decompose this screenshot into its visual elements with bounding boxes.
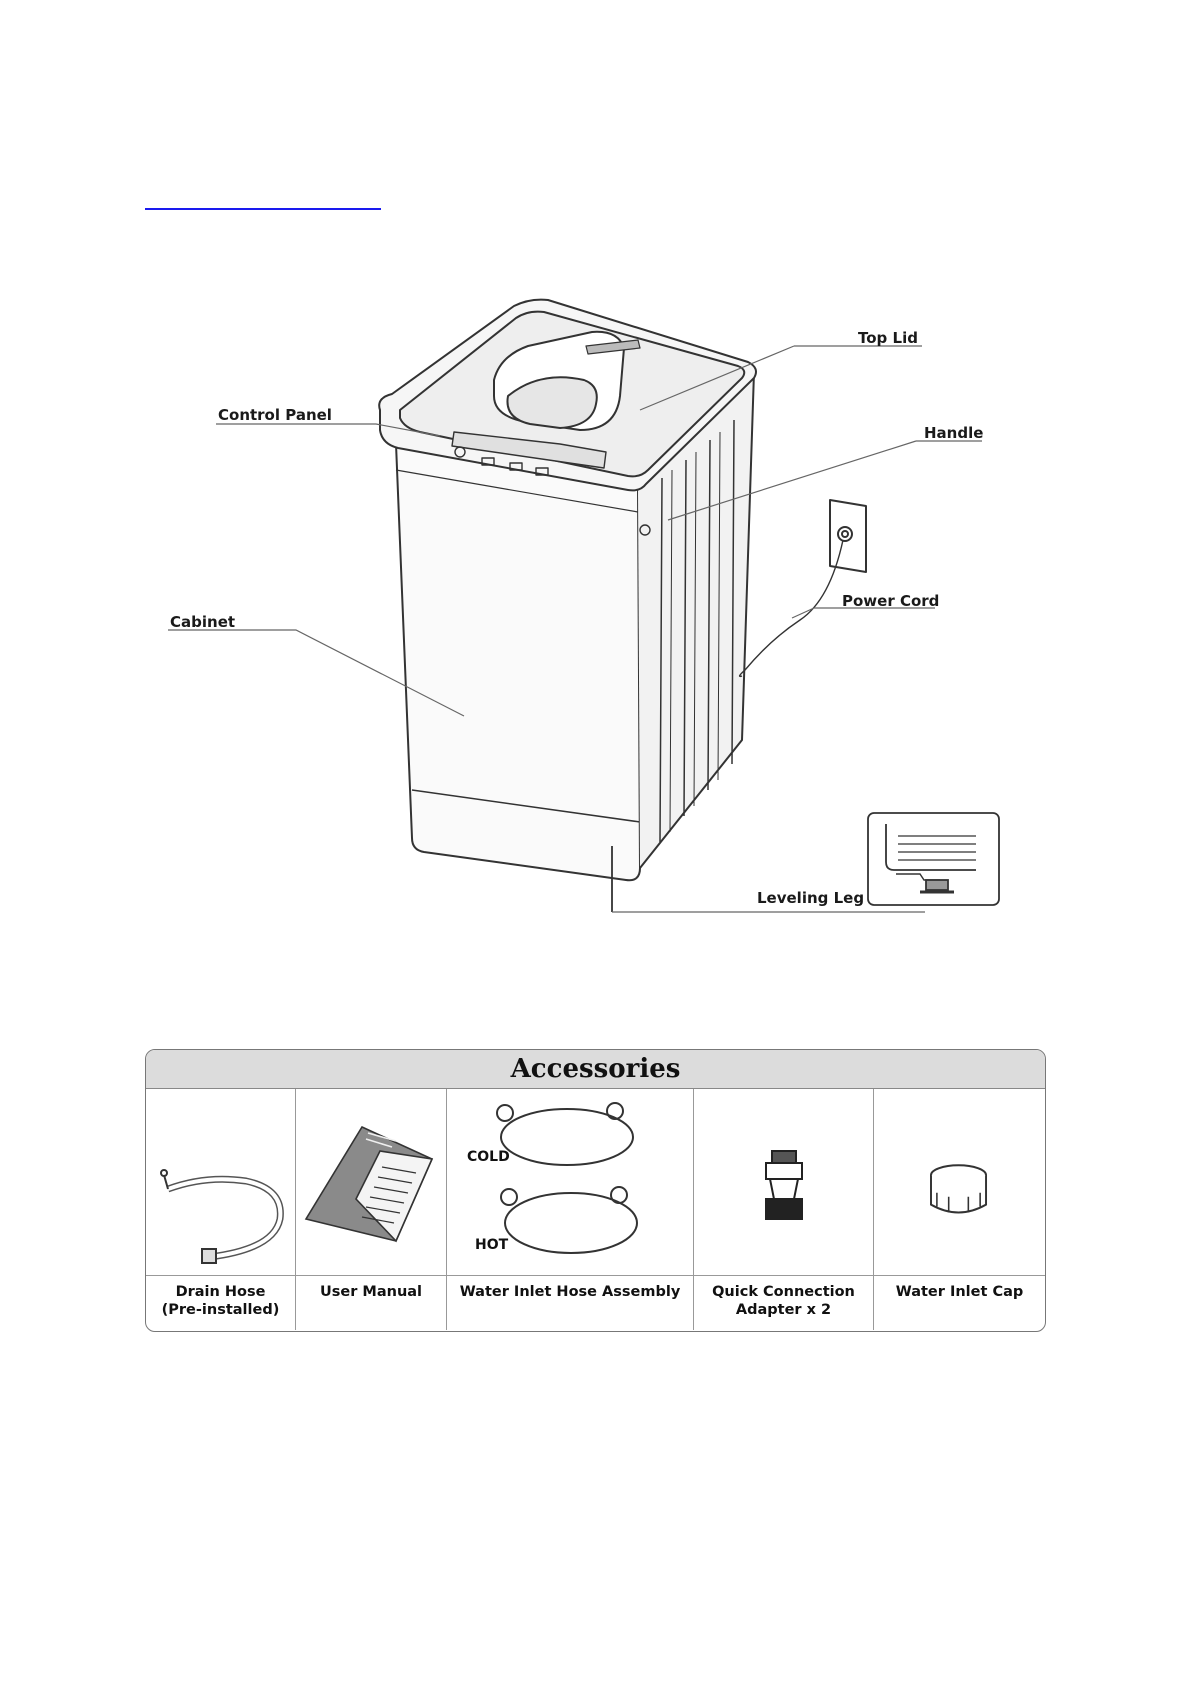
water-inlet-hose-icon: COLD HOT	[447, 1089, 693, 1276]
washing-machine-diagram: Top Lid Control Panel Handle Power Cord …	[0, 0, 1193, 960]
label-top-lid: Top Lid	[858, 329, 918, 347]
leveling-leg-inset	[868, 813, 999, 905]
label-control-panel: Control Panel	[218, 406, 332, 424]
accessories-table: Accessories Drain Hose (Pre-installed)	[145, 1049, 1046, 1332]
label-cabinet: Cabinet	[170, 613, 235, 631]
accessory-quick-connection-adapter: Quick Connection Adapter x 2	[694, 1089, 874, 1330]
washing-machine-illustration	[379, 300, 866, 912]
accessory-label: Water Inlet Cap	[874, 1276, 1045, 1330]
accessories-row: Drain Hose (Pre-installed) User Manual	[146, 1089, 1045, 1330]
water-inlet-cap-icon	[874, 1089, 1045, 1276]
accessory-label: Water Inlet Hose Assembly	[447, 1276, 693, 1330]
accessory-drain-hose: Drain Hose (Pre-installed)	[146, 1089, 296, 1330]
accessory-water-inlet-hose: COLD HOT Water Inlet Hose Assembly	[447, 1089, 694, 1330]
accessory-label: User Manual	[296, 1276, 446, 1330]
accessory-label: Quick Connection Adapter x 2	[694, 1276, 873, 1330]
label-leveling-leg: Leveling Leg	[757, 889, 864, 907]
label-handle: Handle	[924, 424, 983, 442]
cold-label: COLD	[467, 1149, 510, 1165]
drain-hose-icon	[146, 1089, 295, 1276]
quick-connection-adapter-icon	[694, 1089, 873, 1276]
hot-label: HOT	[475, 1237, 509, 1253]
accessory-label: Drain Hose (Pre-installed)	[146, 1276, 295, 1330]
accessory-water-inlet-cap: Water Inlet Cap	[874, 1089, 1045, 1330]
accessory-user-manual: User Manual	[296, 1089, 447, 1330]
user-manual-icon	[296, 1089, 446, 1276]
accessories-title: Accessories	[146, 1050, 1045, 1089]
label-power-cord: Power Cord	[842, 592, 939, 610]
